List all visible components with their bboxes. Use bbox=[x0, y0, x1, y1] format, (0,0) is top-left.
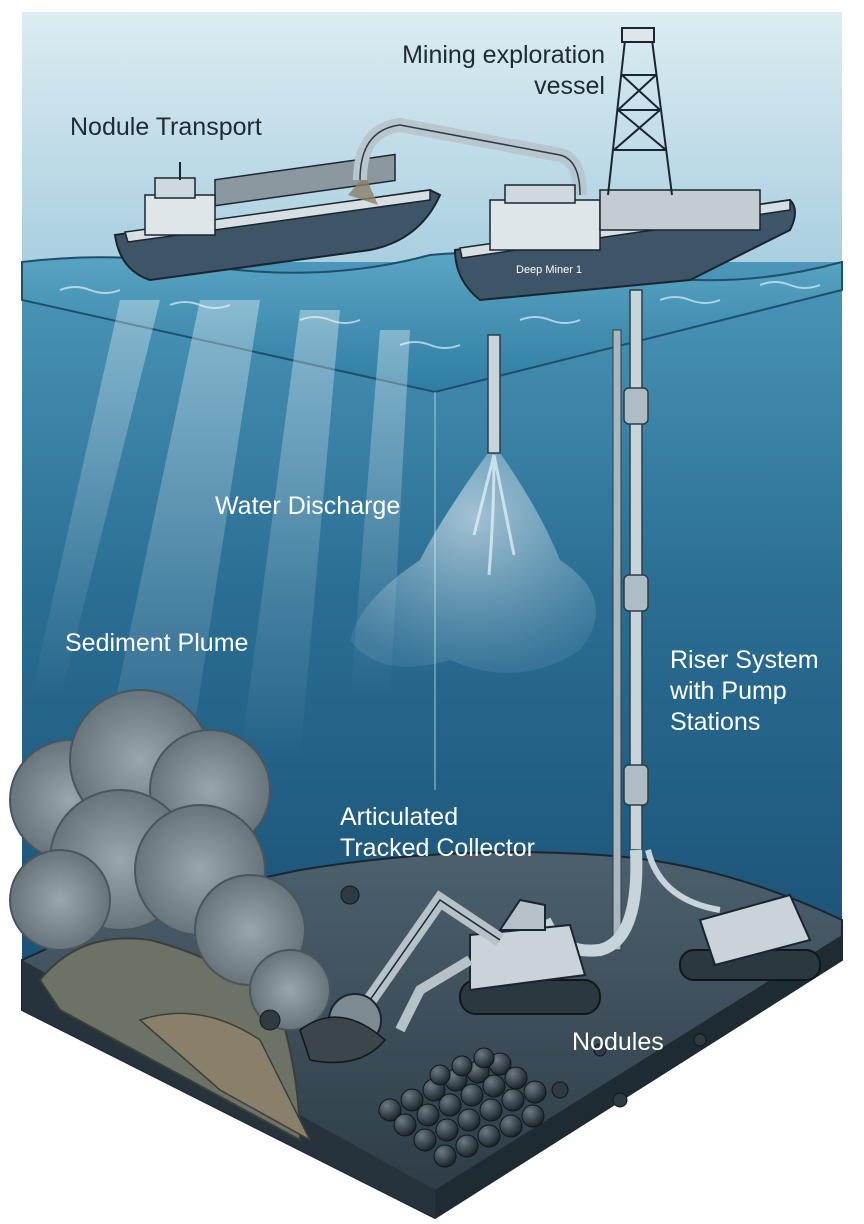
mining-vessel-label-line-2: vessel bbox=[534, 72, 605, 100]
pump-station-1 bbox=[623, 387, 649, 425]
water-discharge-label: Water Discharge bbox=[215, 492, 401, 520]
collector-label-line-2: Tracked Collector bbox=[340, 834, 535, 862]
support-crawler bbox=[679, 893, 821, 981]
scattered-nodules bbox=[259, 885, 707, 1108]
mining-vessel-label: Mining exploration vessel bbox=[380, 40, 605, 102]
vessel-name: Deep Miner 1 bbox=[516, 264, 582, 276]
riser-system-label-line-2: with Pump bbox=[670, 677, 787, 705]
mining-exploration-vessel: Deep Miner 1 bbox=[453, 27, 796, 302]
riser-system-label-line-1: Riser System bbox=[670, 646, 819, 674]
mining-vessel-label-line-1: Mining exploration bbox=[402, 41, 605, 69]
nodule-pile bbox=[378, 1047, 547, 1168]
discharge-pipe bbox=[487, 334, 501, 454]
articulated-tracked-collector bbox=[299, 890, 601, 1064]
collector-label: Articulated Tracked Collector bbox=[340, 802, 535, 864]
riser-system-label: Riser System with Pump Stations bbox=[670, 645, 819, 738]
pump-station-3 bbox=[623, 764, 649, 806]
water-discharge-plume bbox=[350, 450, 596, 673]
nodule-transport-ship bbox=[113, 153, 442, 282]
pump-station-2 bbox=[623, 574, 649, 612]
seabed-rock-outcrop-2 bbox=[138, 1012, 312, 1142]
collector-label-line-1: Articulated bbox=[340, 803, 459, 831]
nodule-transport-label: Nodule Transport bbox=[70, 113, 262, 141]
drilling-derrick bbox=[607, 27, 673, 196]
seabed-front-right bbox=[435, 935, 842, 1218]
riser-system-label-line-3: Stations bbox=[670, 708, 761, 736]
nodules-label: Nodules bbox=[572, 1028, 664, 1056]
sediment-plume-label: Sediment Plume bbox=[65, 629, 249, 657]
sediment-plume bbox=[9, 689, 331, 1031]
